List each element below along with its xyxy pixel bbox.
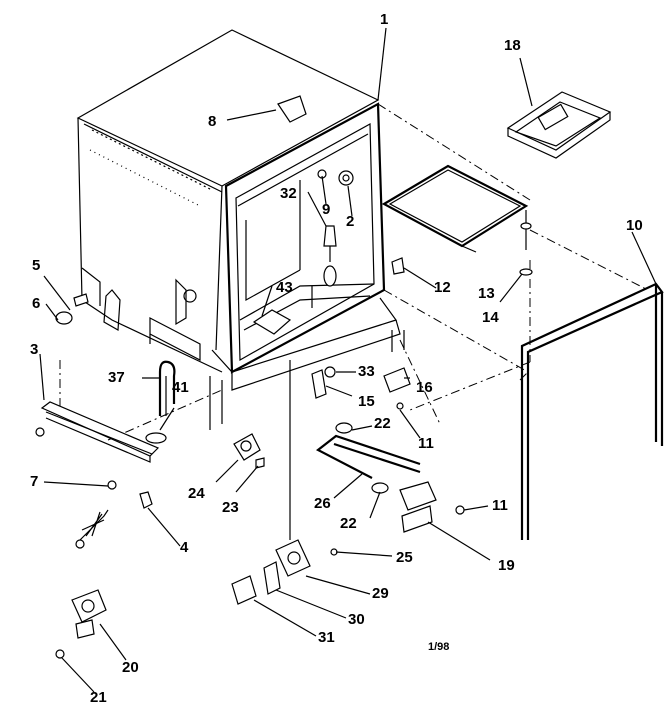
callout-9: 9 [322, 201, 331, 218]
screw-part-23 [255, 457, 265, 469]
tub-small-parts [252, 95, 405, 335]
callout-32: 32 [280, 185, 297, 202]
tub-assembly [76, 29, 405, 430]
spring [75, 509, 109, 549]
fitting-part-14 [519, 210, 533, 276]
screw-part-7b [107, 480, 117, 490]
knob-part-2 [338, 170, 354, 186]
callout-8: 8 [208, 113, 217, 130]
callout-1: 1 [380, 11, 389, 28]
callout-43: 43 [276, 279, 293, 296]
callout-12: 12 [434, 279, 451, 296]
projection-lines [59, 103, 649, 441]
callout-33: 33 [358, 363, 375, 380]
switch-assembly [231, 360, 338, 605]
callout-13: 13 [478, 285, 495, 302]
screw-part-7a [35, 427, 45, 437]
callout-19: 19 [498, 557, 515, 574]
frame-part-13 [381, 164, 529, 248]
callout-23: 23 [222, 499, 239, 516]
rail-part-3 [35, 293, 160, 509]
callout-3: 3 [30, 341, 39, 358]
part-16 [383, 367, 411, 393]
callout-30: 30 [348, 611, 365, 628]
clamp-part-22a [335, 422, 353, 434]
screw-part-5 [73, 293, 89, 307]
part-24 [233, 433, 265, 469]
drain-tube-part-26 [315, 422, 465, 533]
part-33 [324, 366, 336, 378]
callout-20: 20 [122, 659, 139, 676]
callout-14: 14 [482, 309, 499, 326]
callout-7: 7 [30, 473, 39, 490]
dispenser-part-18 [506, 91, 612, 159]
clip-part-8 [277, 95, 307, 123]
hose-part-37 [145, 278, 197, 444]
bracket-part-10 [520, 282, 664, 540]
nut-part-4 [139, 491, 153, 509]
date-code: 1/98 [428, 641, 450, 653]
washer-part-6 [55, 311, 73, 325]
part-15 [311, 369, 327, 399]
callout-11a: 11 [418, 435, 434, 452]
toe-parts [311, 366, 411, 410]
callout-22a: 22 [374, 415, 391, 432]
callout-31: 31 [318, 629, 335, 646]
callout-11b: 11 [492, 497, 508, 514]
part-31 [231, 575, 257, 605]
part-19 [399, 481, 437, 511]
part-30 [263, 561, 281, 595]
valve-part-20 [55, 589, 107, 659]
screw-part-21 [55, 649, 65, 659]
callout-22b: 22 [340, 515, 357, 532]
clamp-part-22b [371, 482, 389, 494]
callout-26: 26 [314, 495, 331, 512]
callout-5: 5 [32, 257, 41, 274]
callout-16: 16 [416, 379, 433, 396]
callout-15: 15 [358, 393, 375, 410]
callout-2: 2 [346, 213, 355, 230]
callout-24: 24 [188, 485, 205, 502]
part-32 [323, 225, 337, 247]
callout-21: 21 [90, 689, 107, 706]
part-29 [275, 539, 311, 577]
part-43 [252, 309, 292, 335]
callout-25: 25 [396, 549, 413, 566]
callout-10: 10 [626, 217, 643, 234]
part-12 [391, 257, 405, 275]
callout-18: 18 [504, 37, 521, 54]
leader-lines [39, 27, 657, 693]
callout-41: 41 [172, 379, 189, 396]
callout-37: 37 [108, 369, 125, 386]
callout-6: 6 [32, 295, 41, 312]
callout-4: 4 [180, 539, 189, 556]
clamp-part-41 [145, 432, 167, 444]
callout-29: 29 [372, 585, 389, 602]
